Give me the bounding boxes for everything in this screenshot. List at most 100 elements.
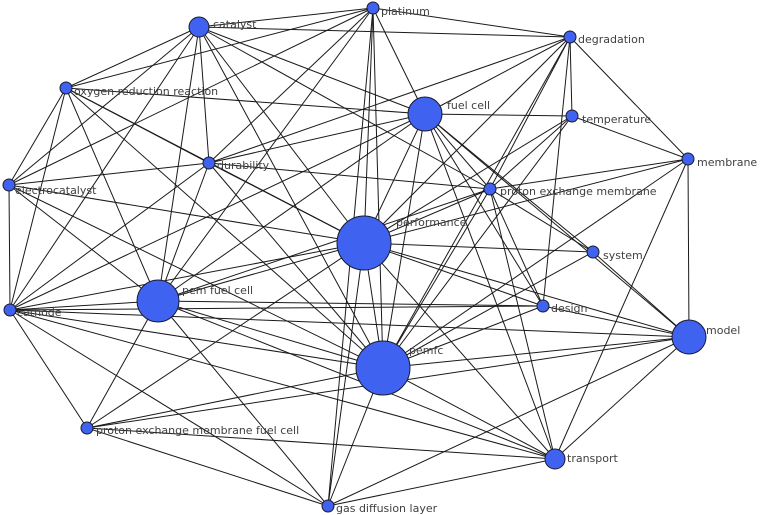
edge-pemfuelcell-gdl [157,300,329,507]
edge-temperature-membrane [571,115,689,160]
edge-fuelcell-durability [208,113,426,164]
edge-degradation-durability [208,36,571,164]
edge-fuelcell-cathode [9,113,426,311]
edge-fuelcell-transport [424,113,556,460]
edge-pemfuelcell-cathode [9,300,159,311]
node-label-fuelcell: fuel cell [447,99,490,112]
edge-transport-gdl [327,458,556,507]
edge-durability-cathode [9,162,210,311]
edge-degradation-pem_membrane [489,36,571,190]
node-label-performance: performance [396,216,467,229]
node-label-pemfc_long: proton exchange membrane fuel cell [96,424,299,437]
edge-platinum-electrocatalyst [8,7,374,186]
edge-catalyst-oxygen [65,26,200,89]
edge-degradation-membrane [569,36,689,160]
edge-pemfc-pemfc_long [86,367,384,429]
nodes-layer [2,1,707,513]
edge-oxygen-fuelcell [65,87,426,115]
edge-platinum-pemfuelcell [157,7,374,302]
node-fuelcell [407,96,443,132]
edge-platinum-degradation [372,7,571,38]
node-performance [336,215,392,271]
edge-pem_membrane-design [489,188,544,307]
edge-electrocatalyst-cathode [8,184,11,311]
edge-membrane-model [687,158,690,338]
edge-platinum-durability [208,7,374,164]
edge-catalyst-performance [198,26,365,244]
edge-fuelcell-pemfuelcell [157,113,426,302]
edge-durability-performance [208,162,365,244]
edge-degradation-temperature [569,36,573,117]
node-pemfc [355,340,411,396]
edge-fuelcell-model [424,113,690,338]
node-label-temperature: temperature [582,113,651,126]
edge-temperature-pem_membrane [489,115,573,190]
edge-membrane-transport [554,158,689,460]
node-label-model: model [706,324,740,337]
edge-pem_membrane-system [489,188,594,253]
node-pemfuelcell [136,279,180,323]
edge-cathode-pemfc_long [9,309,88,429]
edge-durability-pemfuelcell [157,162,210,302]
node-label-design: design [551,302,588,315]
node-platinum [366,1,380,15]
edge-durability-electrocatalyst [8,162,210,186]
edge-performance-gdl [327,242,365,507]
edge-temperature-performance [363,115,573,244]
edge-pemfuelcell-pemfc_long [86,300,159,429]
edge-catalyst-electrocatalyst [8,26,200,186]
edge-temperature-pemfc [382,115,573,369]
edge-fuelcell-temperature [424,113,573,117]
node-label-oxygen: oxygen reduction reaction [74,85,218,98]
node-label-degradation: degradation [578,33,645,46]
edge-platinum-oxygen [65,7,374,89]
edge-membrane-pem_membrane [489,158,689,190]
edge-model-gdl [327,336,690,507]
edge-catalyst-cathode [9,26,200,311]
edge-platinum-performance [363,7,374,244]
edge-pemfuelcell-design [157,300,544,307]
node-catalyst [188,16,210,38]
node-electrocatalyst [2,178,16,192]
edge-pemfc_long-gdl [86,427,329,507]
node-cathode [3,303,17,317]
edge-catalyst-fuelcell [198,26,426,115]
node-label-transport: transport [567,452,619,465]
edge-design-pemfc [382,305,544,369]
node-gdl [321,499,335,513]
node-label-pem_membrane: proton exchange membrane [500,185,657,198]
edge-electrocatalyst-pemfuelcell [8,184,159,302]
edge-platinum-pemfc [372,7,384,369]
edge-degradation-design [542,36,571,307]
edge-pemfuelcell-pemfc [157,300,384,369]
node-label-system: system [603,249,643,262]
edge-cathode-pemfc [9,309,384,369]
edge-pem_membrane-pemfuelcell [157,188,491,302]
node-degradation [563,30,577,44]
edge-oxygen-electrocatalyst [8,87,67,186]
edge-oxygen-pemfc [65,87,384,369]
edge-degradation-pemfc [382,36,571,369]
node-transport [544,448,566,470]
edge-cathode-gdl [9,309,329,507]
edge-catalyst-pemfuelcell [157,26,200,302]
node-system [586,245,600,259]
edge-pem_membrane-transport [489,188,556,460]
edge-electrocatalyst-performance [8,184,365,244]
edge-design-model [542,305,690,338]
edge-pemfc-transport [382,367,556,460]
edge-durability-pem_membrane [208,162,491,190]
edge-pemfc_long-transport [86,427,556,460]
node-model [671,319,707,355]
edge-performance-design [363,242,544,307]
node-pemfc_long [80,421,94,435]
edge-performance-model [363,242,690,338]
edge-cathode-model [9,309,690,338]
node-membrane [681,152,695,166]
node-pem_membrane [483,182,497,196]
edge-performance-pemfuelcell [157,242,365,302]
node-label-catalyst: catalyst [213,18,257,31]
edge-catalyst-pemfc [198,26,384,369]
edge-model-transport [554,336,690,460]
